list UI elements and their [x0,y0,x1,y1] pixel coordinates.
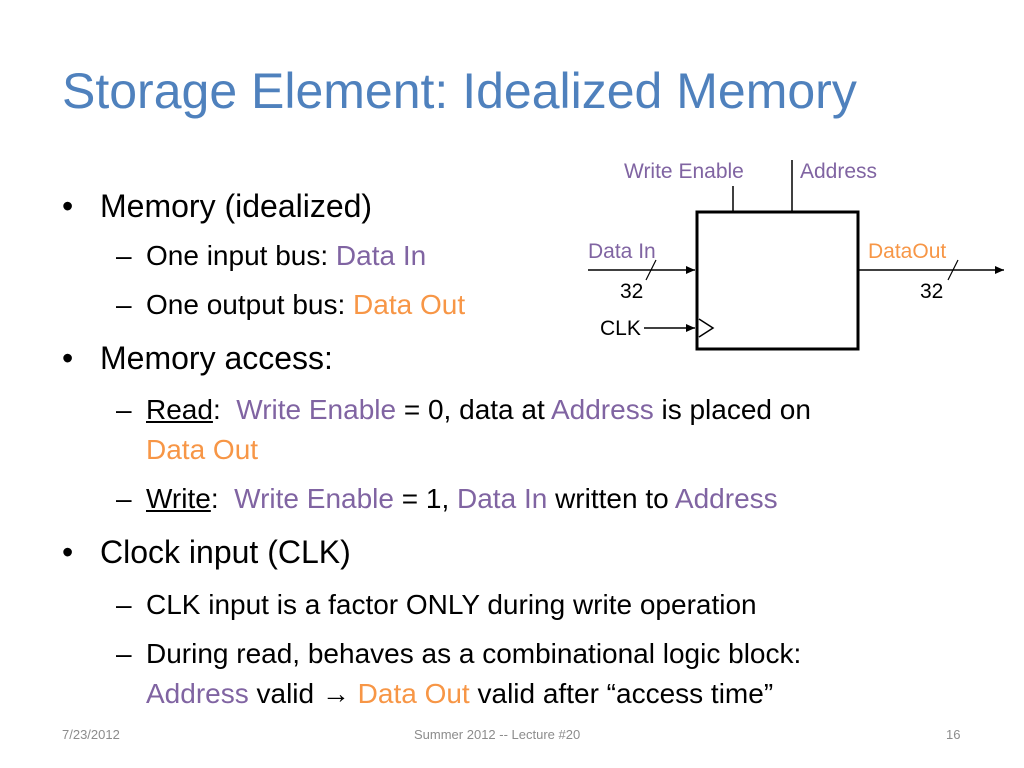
bullet-clock-text: Clock input (CLK) [100,534,351,570]
data-out-width: 32 [920,280,943,303]
footer-page-number: 16 [946,727,961,742]
sub-bullet-during-read: –During read, behaves as a combinational… [116,638,801,670]
valid-text: valid [248,678,322,709]
bullet-dot: • [62,534,74,570]
bullet-clock: • Clock input (CLK) [62,534,351,571]
write-enable-label: Write Enable [624,160,744,183]
access-time-line: Address valid → Data Out valid after “ac… [146,678,773,710]
dash: – [116,638,132,669]
data-in-width: 32 [620,280,643,303]
input-bus-value: Data In [335,240,427,271]
read-address: Address [550,394,654,425]
bullet-memory-text: Memory (idealized) [100,188,373,224]
dash: – [116,289,132,320]
bullet-dot: • [62,340,74,376]
read-data-out: Data Out [146,434,259,465]
write-tail: written to [547,483,675,514]
write-data-in: Data In [457,483,548,514]
data-out-bus-slash [947,259,959,281]
footer-date: 7/23/2012 [62,727,120,742]
write-address: Address [674,483,778,514]
write-write-enable: Write Enable [234,483,394,514]
bullet-memory: • Memory (idealized) [62,188,372,225]
sub-bullet-read: –Read: Write Enable = 0, data at Address… [116,394,811,426]
write-colon: : [210,483,235,514]
read-mid: = 0, data at [396,394,551,425]
bullet-access-text: Memory access: [100,340,333,376]
right-arrow-icon: → [321,678,350,709]
dash: – [116,394,132,425]
sub-bullet-clk-factor: –CLK input is a factor ONLY during write… [116,589,757,621]
dash: – [116,483,132,514]
output-bus-label: One output bus: [146,289,354,320]
clk-label: CLK [600,317,641,340]
during-read-text: During read, behaves as a combinational … [146,638,802,669]
input-bus-label: One input bus: [146,240,336,271]
dash: – [116,240,132,271]
clock-triangle [698,318,715,338]
sub-bullet-write: –Write: Write Enable = 1, Data In writte… [116,483,778,515]
bullet-access: • Memory access: [62,340,333,377]
data-out-term: Data Out [357,678,470,709]
read-tail: is placed on [653,394,811,425]
address-term: Address [146,678,249,709]
slide-title: Storage Element: Idealized Memory [62,63,857,119]
valid-after-text: valid after “access time” [469,678,774,709]
output-bus-value: Data Out [353,289,466,320]
data-in-bus-slash [645,259,657,281]
memory-box [695,210,860,351]
read-word: Read [146,394,213,425]
sub-bullet-output: –One output bus: Data Out [116,289,465,321]
read-colon: : [212,394,237,425]
data-out-label: DataOut [868,240,946,263]
clk-factor-text: CLK input is a factor ONLY during write … [146,589,757,620]
data-in-label: Data In [588,240,656,263]
write-mid: = 1, [393,483,458,514]
sub-bullet-input: –One input bus: Data In [116,240,426,272]
dash: – [116,589,132,620]
read-write-enable: Write Enable [236,394,397,425]
address-label: Address [800,160,877,183]
write-word: Write [146,483,211,514]
footer-lecture: Summer 2012 -- Lecture #20 [414,727,581,742]
bullet-dot: • [62,188,74,224]
